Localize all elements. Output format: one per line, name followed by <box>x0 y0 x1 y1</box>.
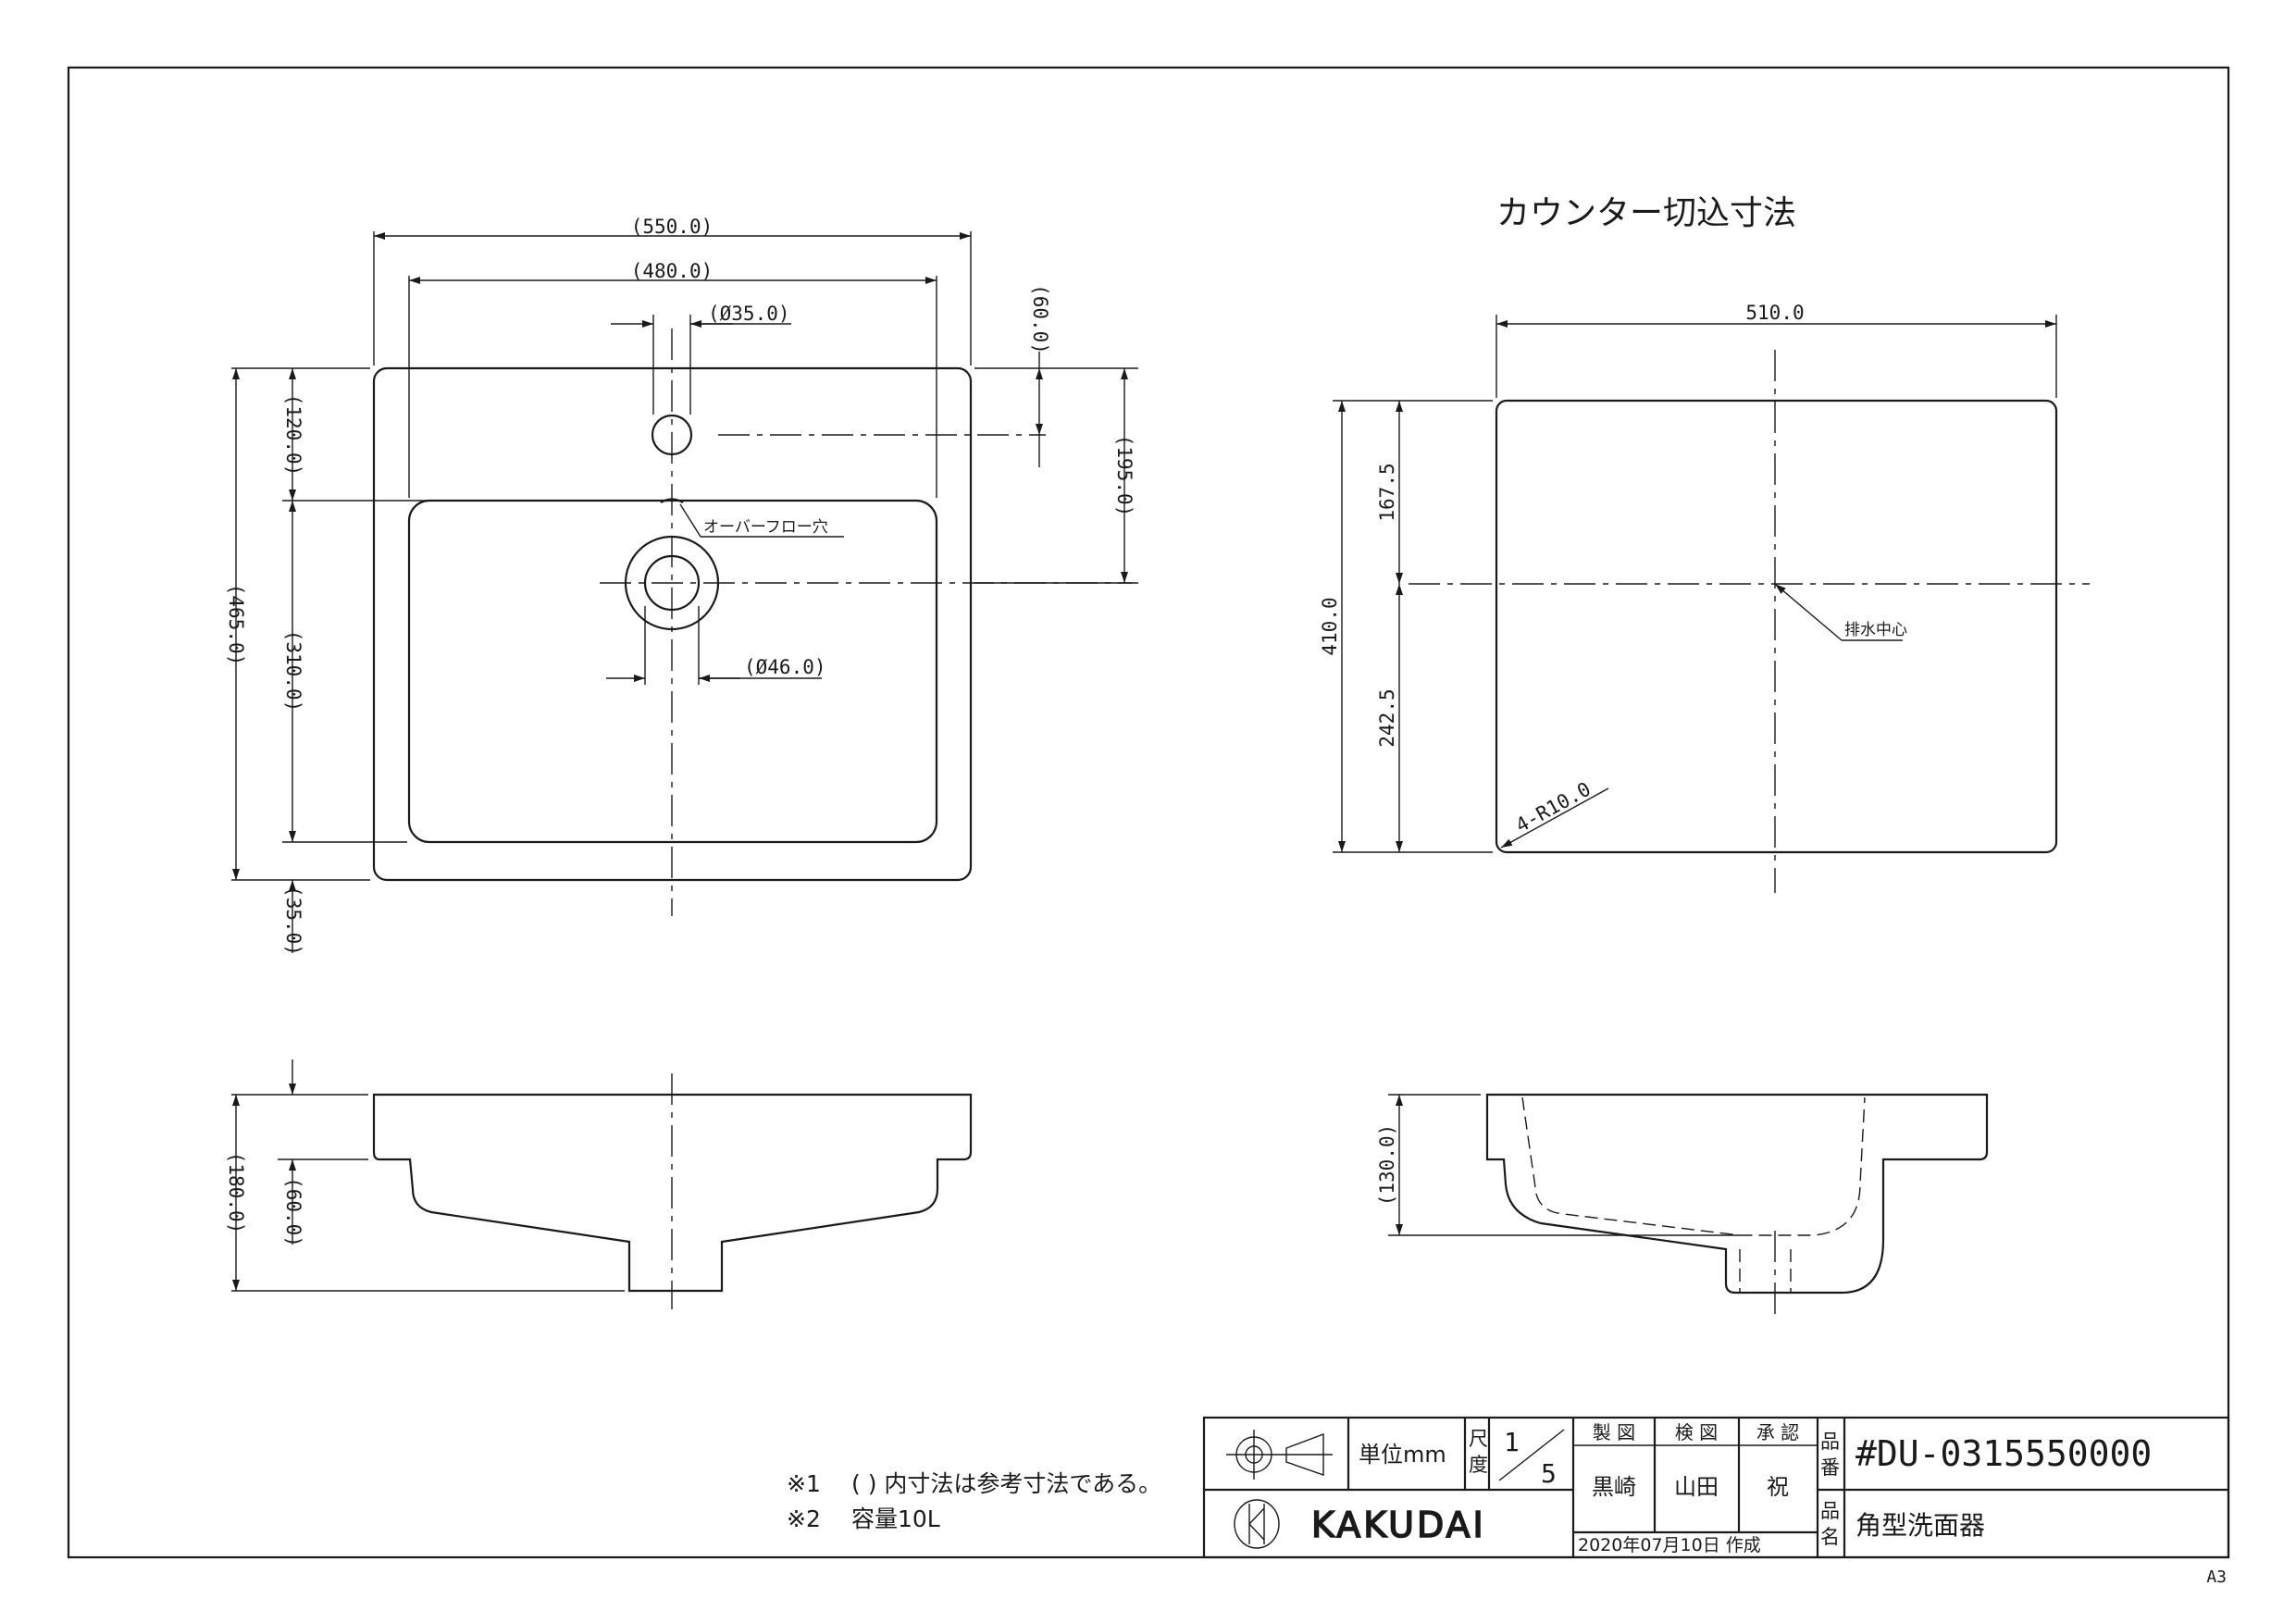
dim-faucet-offset: (60.0) <box>1029 284 1051 354</box>
right-side-view: (130.0) <box>1376 1093 1989 1314</box>
part-no-label: 番 <box>1820 1456 1840 1479</box>
title-block: 単位mm 尺 度 1 5 製 図 検 図 承 認 黒崎 山田 祝 2020年07… <box>1202 1416 2230 1559</box>
front-body <box>372 1093 973 1293</box>
kakudai-logo: KAKUDAI <box>1234 1499 1486 1549</box>
svg-text:品: 品 <box>1820 1431 1840 1453</box>
right-inner-hidden <box>1521 1096 1866 1236</box>
part-name: 角型洗面器 <box>1855 1510 1985 1541</box>
scale-label: 尺 <box>1469 1428 1488 1450</box>
front-side-view: (180.0) (60.0) <box>225 1059 973 1309</box>
dim-front-margin: (35.0) <box>282 886 304 956</box>
dim-cutout-width: 510.0 <box>1745 302 1804 324</box>
overflow-label: オーバーフロー穴 <box>703 518 828 537</box>
dim-depth-to-bowl: (120.0) <box>282 394 304 477</box>
right-body <box>1485 1093 1989 1295</box>
dim-faucet-hole: (Ø35.0) <box>708 303 790 325</box>
projection-symbol-icon <box>1226 1430 1333 1480</box>
checked-by: 山田 <box>1674 1474 1719 1500</box>
svg-text:度: 度 <box>1469 1454 1488 1476</box>
dim-depth-to-drain: (195.0) <box>1113 435 1136 517</box>
sheet-size: A3 <box>2206 1567 2227 1587</box>
part-no: #DU-0315550000 <box>1855 1433 2152 1474</box>
dim-bowl-depth: (310.0) <box>282 630 304 712</box>
cutout-title: カウンター切込寸法 <box>1496 194 1796 232</box>
dim-cutout-radius: 4-R10.0 <box>1512 777 1595 836</box>
sheet-border <box>67 66 2230 1559</box>
dim-drain-dia: (Ø46.0) <box>744 656 826 678</box>
dim-overall-width: (550.0) <box>631 216 714 238</box>
drawn-header: 製 図 <box>1593 1421 1635 1443</box>
date-label: 2020年07月10日 作成 <box>1578 1535 1761 1555</box>
checked-header: 検 図 <box>1675 1421 1718 1443</box>
scale-denominator: 5 <box>1541 1458 1557 1489</box>
dim-right-height: (130.0) <box>1376 1124 1398 1207</box>
drawn-by: 黒崎 <box>1592 1474 1636 1500</box>
dim-cutout-height: 410.0 <box>1319 597 1341 655</box>
dim-cutout-lower: 242.5 <box>1376 688 1398 747</box>
top-view: (550.0) (480.0) (Ø35.0) (60.0) (195.0) (… <box>225 216 1138 956</box>
note2-mark: ※2 <box>787 1505 821 1532</box>
dim-total-height: (180.0) <box>225 1152 247 1234</box>
unit-label: 単位mm <box>1359 1442 1446 1468</box>
dim-bowl-height: (60.0) <box>282 1177 304 1247</box>
notes: ※1 ( ) 内寸法は参考寸法である。 ※2 容量10L <box>787 1470 1161 1532</box>
cutout-view: カウンター切込寸法 510.0 410.0 167.5 242.5 4-R10.… <box>1319 194 2090 893</box>
approved-header: 承 認 <box>1756 1421 1799 1443</box>
cutout-outline <box>1495 399 2058 854</box>
note2-text: 容量10L <box>851 1505 940 1532</box>
bowl-outline <box>407 499 938 844</box>
brand-wordmark: KAKUDAI <box>1311 1505 1486 1545</box>
scale-numerator: 1 <box>1504 1427 1520 1457</box>
note1-text: ( ) 内寸法は参考寸法である。 <box>851 1470 1161 1497</box>
dim-cutout-upper: 167.5 <box>1376 463 1398 521</box>
note1-mark: ※1 <box>787 1470 821 1497</box>
dim-inner-width: (480.0) <box>631 260 714 282</box>
svg-text:品: 品 <box>1820 1500 1840 1522</box>
approved-by: 祝 <box>1767 1474 1789 1500</box>
part-name-label: 名 <box>1820 1526 1840 1548</box>
drain-center-label: 排水中心 <box>1844 621 1907 639</box>
dim-overall-depth: (465.0) <box>225 584 247 666</box>
